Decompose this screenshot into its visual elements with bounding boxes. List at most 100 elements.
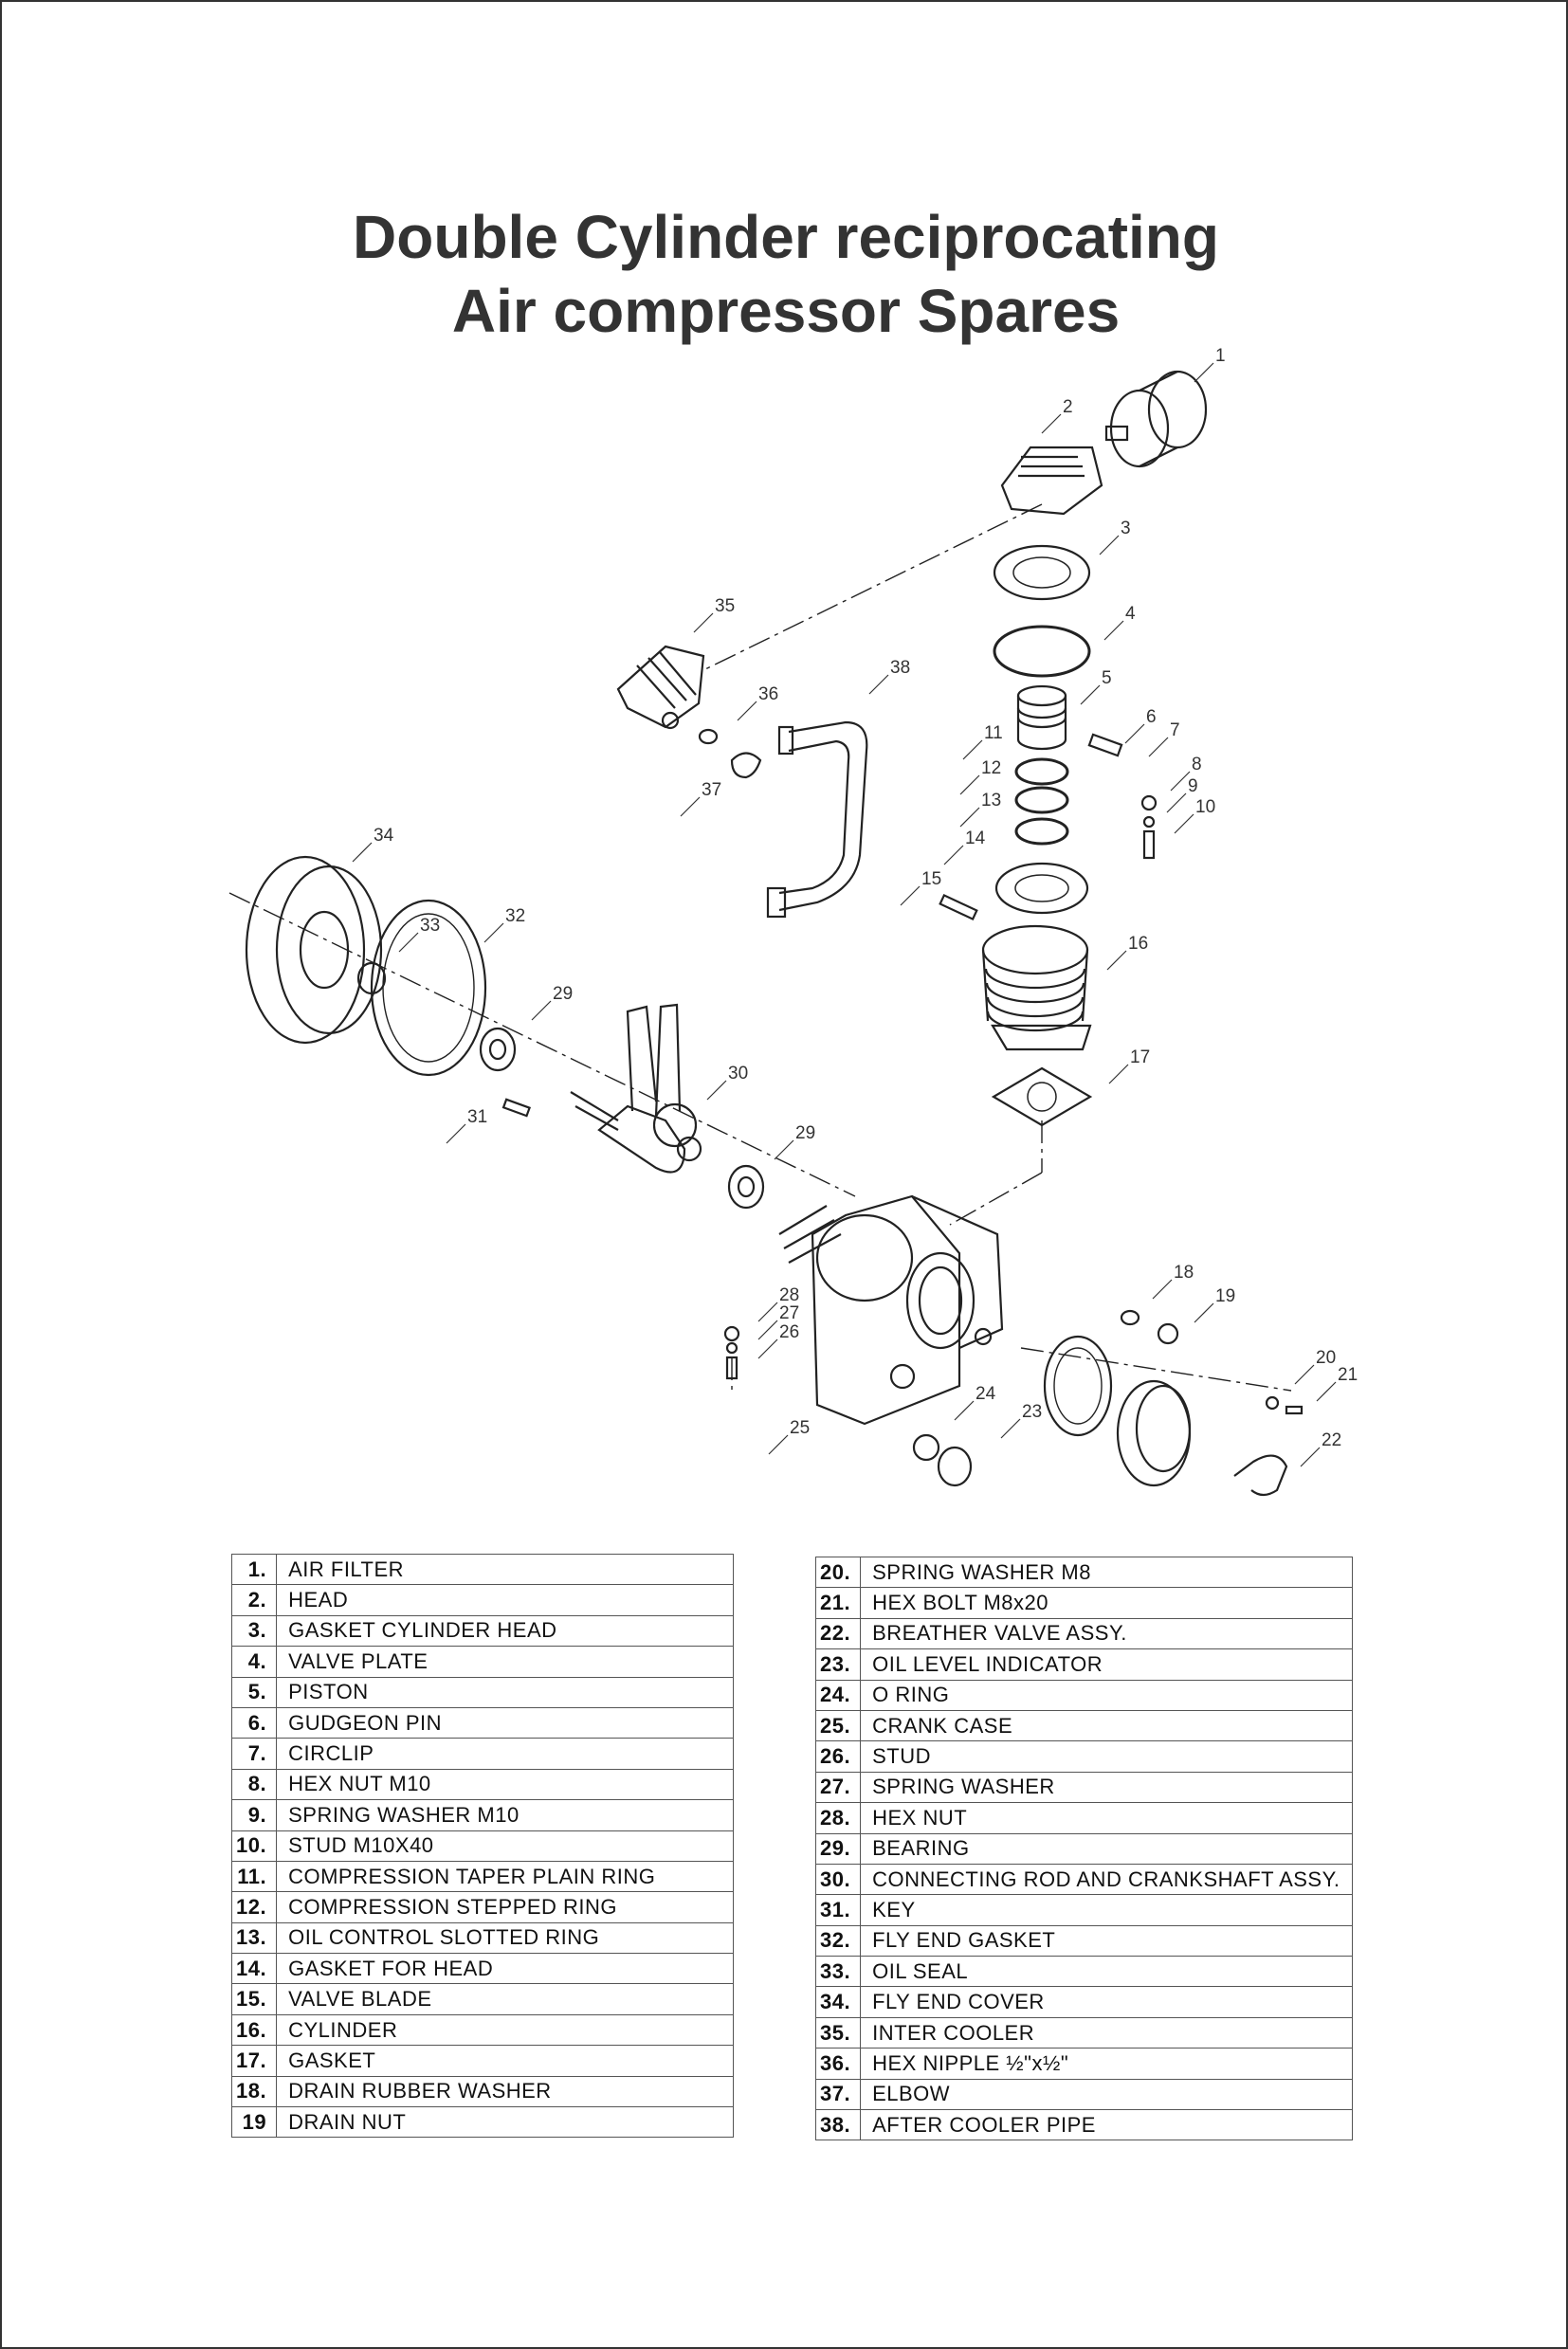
leader-line [398, 932, 419, 953]
callout-19: 19 [1215, 1286, 1235, 1306]
fly-end-cover [245, 855, 383, 1045]
part-name: AFTER COOLER PIPE [860, 2109, 1353, 2141]
leader-line [943, 845, 964, 865]
part-name: FLY END GASKET [860, 1924, 1353, 1958]
parts-row: 30.CONNECTING ROD AND CRANKSHAFT ASSY. [814, 1863, 1353, 1896]
callout-28: 28 [779, 1285, 799, 1305]
callout-26: 26 [779, 1322, 799, 1342]
o-ring [912, 1433, 940, 1462]
part-name: CIRCLIP [276, 1738, 734, 1770]
parts-row: 17.GASKET [230, 2045, 734, 2077]
part-name: HEAD [276, 1584, 734, 1616]
part-number: 4. [230, 1646, 278, 1678]
gasket-cylinder-head [993, 544, 1091, 601]
exploded-view-diagram: 1234567891011121314151617181920212223242… [228, 346, 1358, 1497]
part-number: 8. [230, 1768, 278, 1801]
parts-row: 14.GASKET FOR HEAD [230, 1953, 734, 1985]
part-name: BEARING [860, 1832, 1353, 1865]
leader-line [1194, 362, 1214, 383]
callout-5: 5 [1102, 668, 1112, 688]
parts-row: 15.VALVE BLADE [230, 1983, 734, 2015]
parts-row: 3.GASKET CYLINDER HEAD [230, 1614, 734, 1648]
leader-line [962, 739, 983, 760]
part-name: ELBOW [860, 2078, 1353, 2111]
part-number: 2. [230, 1584, 278, 1616]
leader-line [900, 885, 921, 906]
leader-line [768, 1434, 789, 1455]
head [1000, 446, 1103, 516]
part-number: 17. [230, 2045, 278, 2077]
part-number: 13. [230, 1921, 278, 1955]
leader-line [1194, 1302, 1214, 1323]
valve-blade [939, 893, 978, 921]
parts-row: 10.STUD M10X40 [230, 1830, 734, 1862]
part-name: OIL SEAL [860, 1956, 1353, 1988]
part-name: HEX NUT M10 [276, 1768, 734, 1801]
callout-10: 10 [1195, 797, 1215, 817]
callout-29: 29 [795, 1123, 815, 1143]
part-number: 33. [814, 1956, 862, 1988]
part-name: HEX NUT [860, 1802, 1353, 1834]
part-number: 12. [230, 1891, 278, 1923]
gasket-for-head [994, 862, 1089, 915]
leader-line [1080, 684, 1101, 705]
leader-line [446, 1123, 466, 1144]
parts-row: 12.COMPRESSION STEPPED RING [230, 1891, 734, 1923]
elbow-37 [730, 752, 762, 779]
parts-row: 35.INTER COOLER [814, 2016, 1353, 2049]
parts-row: 1.AIR FILTER [230, 1553, 734, 1586]
part-name: STUD [860, 1740, 1353, 1773]
part-name: FLY END COVER [860, 1986, 1353, 2018]
callout-1: 1 [1215, 346, 1226, 366]
studs-nuts [1140, 794, 1158, 860]
part-number: 7. [230, 1738, 278, 1770]
crankshaft [570, 1003, 702, 1174]
callout-7: 7 [1170, 720, 1180, 740]
part-number: 31. [814, 1894, 862, 1926]
part-name: SPRING WASHER M8 [860, 1556, 1353, 1589]
part-name: HEX BOLT M8x20 [860, 1587, 1353, 1619]
title-line-2: Air compressor Spares [451, 277, 1121, 345]
leader-line [1148, 737, 1169, 757]
parts-row: 33.OIL SEAL [814, 1956, 1353, 1988]
part-name: O RING [860, 1679, 1353, 1711]
parts-row: 8.HEX NUT M10 [230, 1768, 734, 1801]
part-number: 22. [814, 1617, 862, 1650]
part-number: 3. [230, 1614, 278, 1648]
part-name: OIL CONTROL SLOTTED RING [276, 1921, 734, 1955]
part-number: 14. [230, 1953, 278, 1985]
part-number: 37. [814, 2078, 862, 2111]
leader-line [1124, 723, 1145, 744]
parts-row: 23.OIL LEVEL INDICATOR [814, 1648, 1353, 1681]
part-number: 29. [814, 1832, 862, 1865]
breather-cover [1116, 1379, 1192, 1487]
leader-line [1294, 1364, 1315, 1385]
part-number: 21. [814, 1587, 862, 1619]
part-number: 6. [230, 1706, 278, 1739]
part-number: 5. [230, 1676, 278, 1708]
parts-row: 38.AFTER COOLER PIPE [814, 2109, 1353, 2141]
callout-21: 21 [1338, 1365, 1358, 1385]
part-number: 19 [230, 2106, 278, 2139]
callout-20: 20 [1316, 1348, 1336, 1368]
callout-30: 30 [728, 1064, 748, 1083]
parts-row: 13.OIL CONTROL SLOTTED RING [230, 1921, 734, 1955]
leader-line [1106, 950, 1127, 971]
callout-38: 38 [890, 658, 910, 678]
part-number: 34. [814, 1986, 862, 2018]
part-name: KEY [860, 1894, 1353, 1926]
leader-line [757, 1302, 778, 1322]
title-line-1: Double Cylinder reciprocating [353, 203, 1219, 271]
part-name: SPRING WASHER M10 [276, 1799, 734, 1831]
part-name: GASKET CYLINDER HEAD [276, 1614, 734, 1648]
part-number: 1. [230, 1553, 278, 1586]
leader-line [868, 674, 889, 695]
part-number: 23. [814, 1648, 862, 1681]
callout-14: 14 [965, 829, 986, 848]
part-name: GASKET FOR HEAD [276, 1953, 734, 1985]
callout-13: 13 [981, 791, 1001, 810]
leader-line [1166, 792, 1187, 813]
leader-line [1103, 620, 1124, 641]
